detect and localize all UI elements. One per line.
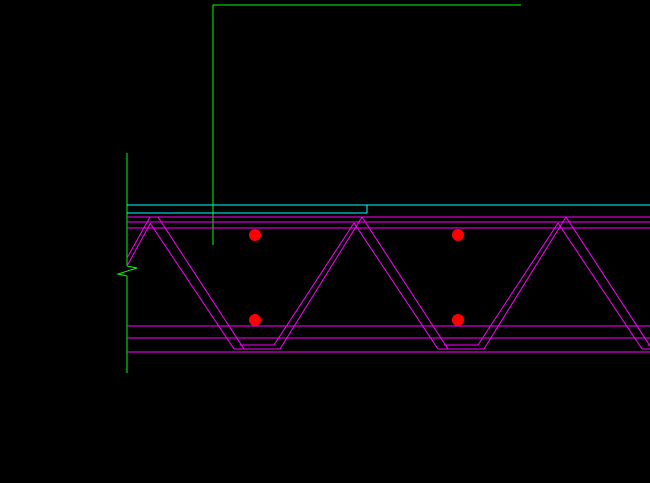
truss-diagonal	[557, 222, 643, 350]
slab-top-edge	[127, 204, 650, 214]
truss-diagonal	[483, 216, 567, 350]
truss-diagonal	[157, 216, 245, 350]
green-leader-line	[212, 4, 521, 245]
truss-diagonal	[279, 216, 363, 350]
truss-diagonal	[565, 216, 650, 347]
truss-diagonal	[126, 223, 151, 267]
truss-diagonal	[361, 216, 449, 350]
rebar-top	[249, 229, 261, 241]
rebar-bottom	[452, 314, 464, 326]
truss-diagonal	[273, 222, 355, 346]
truss-diagonal	[477, 222, 559, 346]
truss-diagonal	[353, 222, 439, 350]
section-break-line	[116, 153, 138, 373]
truss-diagonal	[149, 222, 235, 350]
rebar-group	[249, 229, 464, 326]
rebar-top	[452, 229, 464, 241]
bottom-chord	[127, 325, 650, 353]
truss-web	[126, 216, 650, 350]
rebar-bottom	[249, 314, 261, 326]
truss-diagonal	[126, 216, 151, 259]
